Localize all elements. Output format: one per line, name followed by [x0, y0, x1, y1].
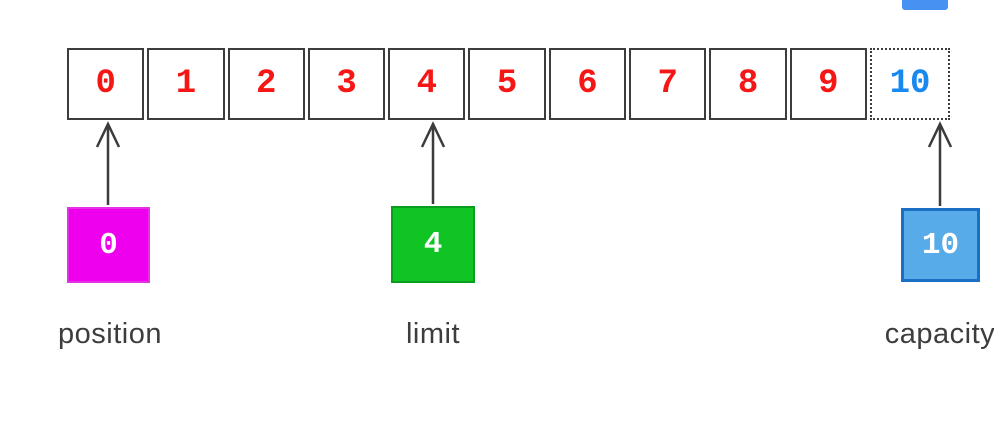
array-cell-1: 1	[147, 48, 225, 120]
array-cell-4: 4	[388, 48, 466, 120]
limit-arrow	[420, 121, 446, 204]
array-cell-3: 3	[307, 48, 386, 120]
position-marker-box: 0	[67, 207, 150, 283]
capacity-arrow	[927, 121, 953, 206]
position-arrow	[95, 121, 121, 205]
array-cell-10: 10	[869, 48, 950, 120]
limit-label: limit	[405, 318, 461, 350]
position-label: position	[58, 318, 162, 350]
array-cell-0: 0	[67, 48, 145, 120]
capacity-marker-box: 10	[901, 208, 980, 282]
limit-marker-value: 4	[423, 227, 443, 262]
limit-marker-box: 4	[391, 206, 475, 283]
array-cell-5: 5	[468, 48, 546, 120]
position-marker-value: 0	[99, 227, 118, 263]
array-cell-2: 2	[227, 48, 305, 120]
clipped-blue-rect	[902, 0, 948, 10]
capacity-marker-value: 10	[921, 227, 960, 263]
array-cell-7: 7	[629, 48, 707, 120]
array-cell-6: 6	[548, 48, 627, 120]
array-cell-9: 9	[789, 48, 867, 120]
array-cell-8: 8	[709, 48, 787, 120]
capacity-label: capacity	[884, 318, 994, 350]
